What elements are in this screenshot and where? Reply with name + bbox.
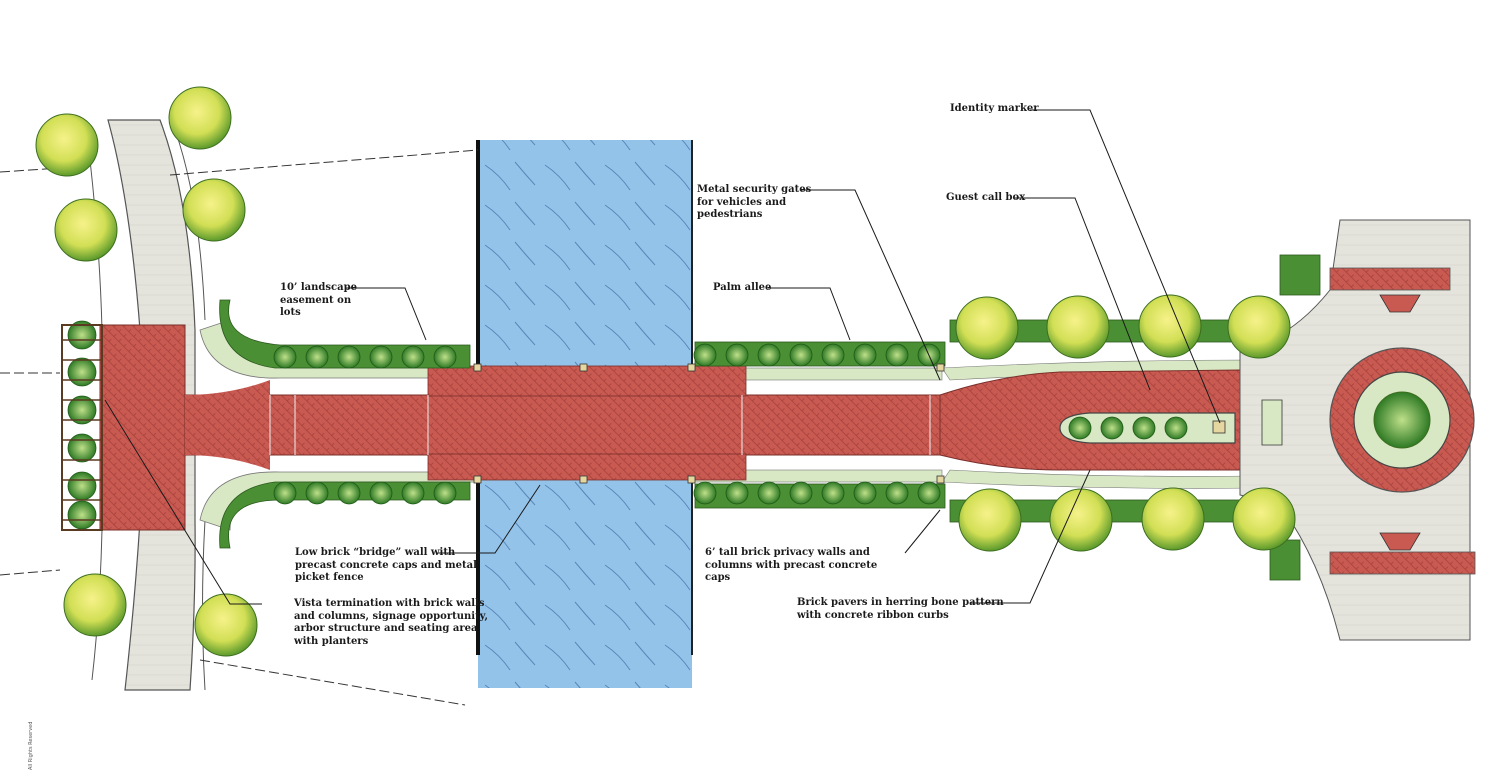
- palm-tree: [725, 343, 749, 367]
- palm-tree: [433, 345, 457, 369]
- palm-tree: [67, 471, 97, 501]
- label-guest-call-box: Guest call box: [946, 192, 1026, 203]
- tree-canopy: [1373, 391, 1431, 449]
- tree-canopy: [54, 198, 118, 262]
- tree-canopy: [35, 113, 99, 177]
- palm-tree: [369, 481, 393, 505]
- palm-tree: [885, 481, 909, 505]
- wall-columns: [473, 363, 1226, 484]
- landscape-strips: [199, 319, 1261, 531]
- tree-canopy: [63, 573, 127, 637]
- palm-tree: [401, 481, 425, 505]
- shade-trees: [35, 86, 1431, 657]
- palm-tree: [821, 481, 845, 505]
- tree-canopy: [168, 86, 232, 150]
- palm-tree: [67, 433, 97, 463]
- tree-canopy: [1049, 488, 1113, 552]
- palm-tree: [67, 500, 97, 530]
- palm-tree: [917, 481, 941, 505]
- palm-tree: [305, 345, 329, 369]
- palm-tree: [725, 481, 749, 505]
- palm-tree: [885, 343, 909, 367]
- palm-tree: [1164, 416, 1188, 440]
- tree-canopy: [955, 296, 1019, 360]
- palm-tree: [337, 481, 361, 505]
- tree-canopy: [1138, 294, 1202, 358]
- label-identity-marker: Identity marker: [950, 103, 1039, 114]
- leader-lines: [104, 109, 1221, 605]
- palm-tree: [67, 320, 97, 350]
- palm-tree: [821, 343, 845, 367]
- palm-tree: [789, 343, 813, 367]
- palm-tree: [433, 481, 457, 505]
- palm-tree: [757, 343, 781, 367]
- vista-arbor: [61, 324, 103, 531]
- palm-tree: [67, 395, 97, 425]
- tree-canopy: [194, 593, 258, 657]
- palm-tree: [401, 345, 425, 369]
- palm-tree: [1068, 416, 1092, 440]
- tree-canopy: [1141, 487, 1205, 551]
- palm-tree: [757, 481, 781, 505]
- palm-tree: [67, 357, 97, 387]
- palm-tree: [369, 345, 393, 369]
- palm-tree: [1100, 416, 1124, 440]
- tree-canopy: [1227, 295, 1291, 359]
- palm-tree: [337, 345, 361, 369]
- palm-tree: [853, 481, 877, 505]
- tree-canopy: [958, 488, 1022, 552]
- palm-tree: [853, 343, 877, 367]
- palm-tree: [789, 481, 813, 505]
- tree-canopy: [1232, 487, 1296, 551]
- palm-tree: [305, 481, 329, 505]
- water-channel: [476, 140, 693, 688]
- label-palm-allee: Palm allee: [713, 282, 772, 293]
- palm-tree: [1132, 416, 1156, 440]
- palm-tree: [273, 481, 297, 505]
- tree-canopy: [182, 178, 246, 242]
- palm-tree: [693, 343, 717, 367]
- palm-allee: [67, 320, 1188, 530]
- palm-tree: [693, 481, 717, 505]
- palm-tree: [273, 345, 297, 369]
- tree-canopy: [1046, 295, 1110, 359]
- copyright-note: All Rights Reserved: [28, 721, 34, 770]
